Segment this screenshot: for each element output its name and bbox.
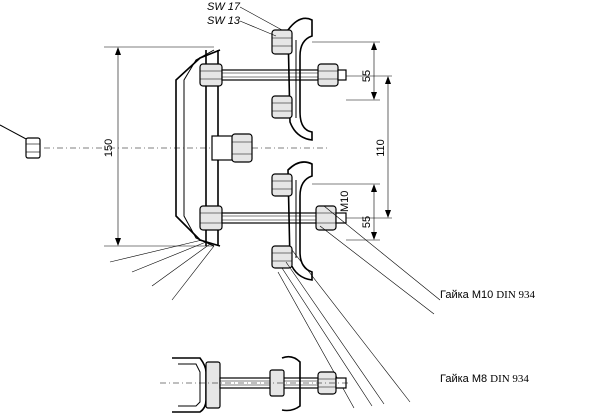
leader-lines-right bbox=[277, 205, 441, 409]
lower-bolt-assembly bbox=[199, 205, 347, 231]
dimension-110: 110 bbox=[346, 75, 392, 219]
lower-fork-view bbox=[160, 355, 350, 413]
lower-clip-nuts bbox=[271, 173, 293, 269]
leader-lines-left bbox=[109, 239, 215, 301]
loose-nut-left bbox=[0, 124, 41, 159]
wrench-size-17-label: SW 17 bbox=[207, 1, 241, 13]
leader-sw17 bbox=[239, 6, 283, 31]
leader-sw13 bbox=[239, 20, 277, 37]
upper-clip-nuts bbox=[271, 29, 293, 119]
rail-clip-upper bbox=[287, 17, 313, 141]
dimension-110-label: 110 bbox=[375, 139, 387, 157]
wrench-size-13-label: SW 13 bbox=[207, 15, 241, 27]
dimension-150-label: 150 bbox=[103, 139, 115, 157]
dimension-55-bottom-label: 55 bbox=[361, 216, 373, 228]
dimension-55-bottom: 55 bbox=[312, 183, 380, 241]
rail-clip-lower bbox=[287, 161, 313, 281]
dimension-150: 150 bbox=[103, 46, 214, 247]
middle-spacer bbox=[211, 133, 253, 163]
thread-m10-label: M10 bbox=[339, 191, 351, 212]
upper-bolt-assembly bbox=[199, 63, 347, 87]
